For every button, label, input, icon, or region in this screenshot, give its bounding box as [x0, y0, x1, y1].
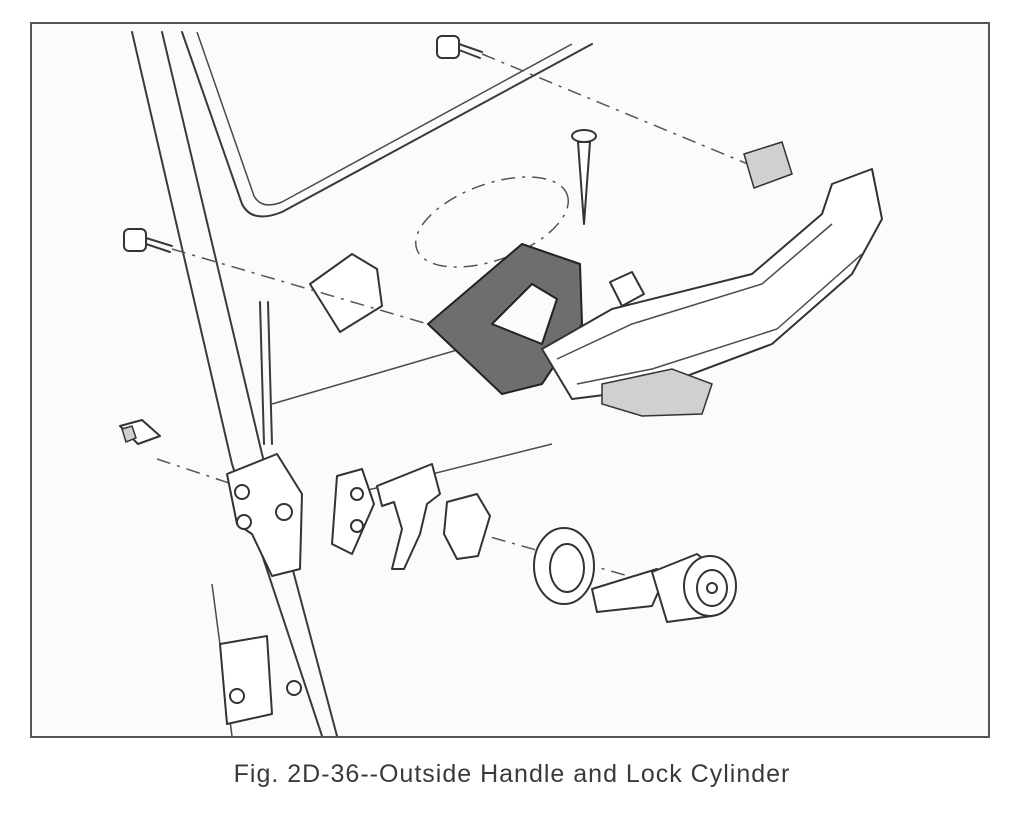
- handle-pad: [743, 141, 793, 189]
- door-latch: [219, 453, 375, 725]
- upper-screw-icon: [436, 35, 483, 59]
- figure-caption: Fig. 2D-36--Outside Handle and Lock Cyli…: [233, 760, 791, 788]
- exploded-view-diagram: [119, 31, 883, 736]
- figure-frame: [30, 22, 990, 738]
- outside-handle: [541, 168, 883, 417]
- lock-rod: [259, 301, 273, 445]
- alignment-line-middle: [171, 248, 633, 385]
- door-cutout: [309, 253, 383, 333]
- handle-gasket: [427, 243, 583, 395]
- rod-clip-icon: [119, 419, 161, 445]
- lock-gasket-ring: [533, 527, 595, 605]
- lock-cap: [443, 493, 491, 560]
- push-rod: [571, 129, 597, 225]
- alignment-line-upper: [481, 53, 773, 175]
- lock-retainer: [376, 463, 441, 570]
- lock-cylinder: [591, 553, 737, 623]
- left-screw-icon: [123, 228, 173, 253]
